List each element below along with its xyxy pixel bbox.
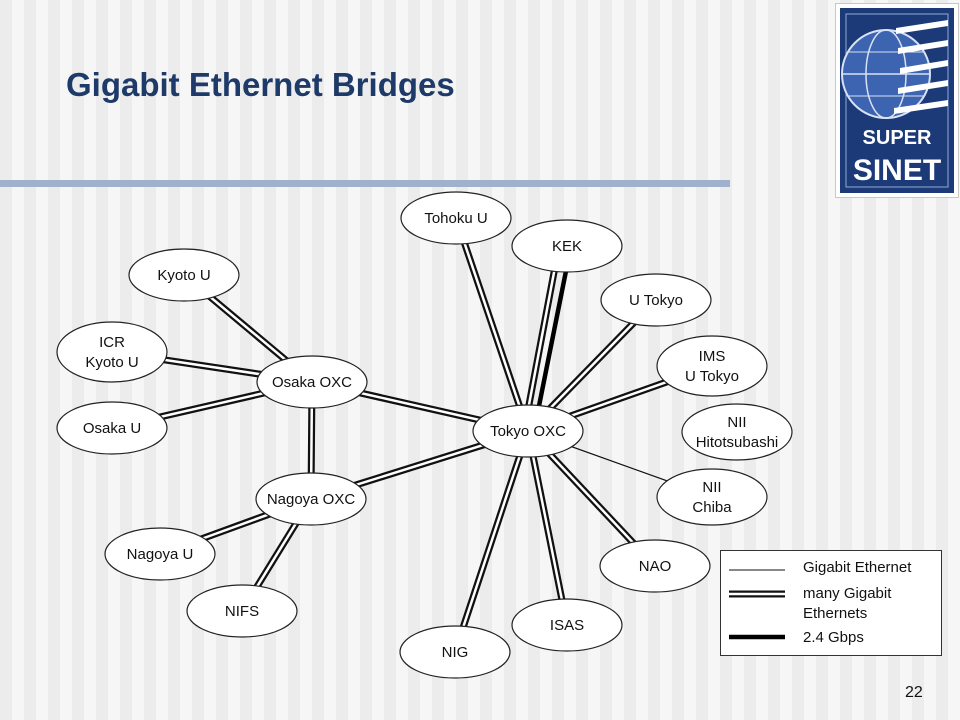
node-isas-label-0: ISAS (550, 617, 584, 634)
logo-text-super: SUPER (863, 127, 932, 149)
node-osaka_u-label-0: Osaka U (83, 420, 141, 437)
node-tohoku: Tohoku U (400, 191, 512, 245)
link-tokyo_oxc-isas-many (524, 430, 571, 626)
node-nagoya_u-label-0: Nagoya U (127, 546, 194, 563)
legend-label-fast: 2.4 Gbps (803, 629, 864, 646)
node-kyoto-label-0: Kyoto U (157, 267, 210, 284)
slide-title: Gigabit Ethernet Bridges (66, 66, 455, 103)
node-nagoya_oxc-shape (255, 472, 367, 526)
node-nagoya_oxc-label-0: Nagoya OXC (267, 491, 356, 508)
node-nig: NIG (399, 625, 511, 679)
node-ims-label-0: IMS (699, 348, 726, 365)
node-nagoya_u: Nagoya U (104, 527, 216, 581)
node-osaka_oxc-shape (256, 355, 368, 409)
node-tohoku-shape (400, 191, 512, 245)
node-tokyo_oxc-shape (472, 404, 584, 458)
node-tokyo_oxc: Tokyo OXC (472, 404, 584, 458)
node-nifs: NIFS (186, 584, 298, 638)
node-nifs-shape (186, 584, 298, 638)
node-icr: ICR Kyoto U (56, 321, 168, 383)
legend-line-gigabit (729, 569, 785, 571)
title-underline (0, 180, 730, 187)
link-tokyo_oxc-nig-many (451, 429, 532, 654)
node-icr-label-1: Kyoto U (85, 354, 138, 371)
node-icr-label-0: ICR (99, 334, 125, 351)
node-nii_h-label-1: Hitotsubashi (696, 434, 779, 451)
link-tokyo_oxc-tohoku-many (452, 216, 532, 433)
node-kek: KEK (511, 219, 623, 273)
node-tokyo_oxc-label-0: Tokyo OXC (490, 423, 566, 440)
node-nii_c-label-0: NII (702, 479, 721, 496)
node-isas-shape (511, 598, 623, 652)
node-nao-shape (599, 539, 711, 593)
node-nig-label-0: NIG (442, 644, 469, 661)
node-nagoya_oxc: Nagoya OXC (255, 472, 367, 526)
node-ims-shape (656, 335, 768, 397)
legend-label-many-2: Ethernets (803, 605, 868, 622)
node-osaka_u: Osaka U (56, 401, 168, 455)
node-osaka_oxc-label-0: Osaka OXC (272, 374, 352, 391)
node-utokyo: U Tokyo (600, 273, 712, 327)
node-nig-shape (399, 625, 511, 679)
legend-line-fast (729, 634, 785, 640)
legend-label-gigabit: Gigabit Ethernet (803, 559, 912, 576)
node-osaka_oxc: Osaka OXC (256, 355, 368, 409)
node-nii_c-shape (656, 468, 768, 526)
node-nifs-label-0: NIFS (225, 603, 259, 620)
node-ims-label-1: U Tokyo (685, 368, 739, 385)
link-tokyo_oxc-kek-fast (531, 245, 574, 432)
node-nagoya_u-shape (104, 527, 216, 581)
node-kek-label-0: KEK (552, 238, 582, 255)
legend-line-many (729, 590, 785, 598)
node-nii_c-label-1: Chiba (692, 499, 732, 516)
node-nii_h-label-0: NII (727, 414, 746, 431)
node-nii_c: NII Chiba (656, 468, 768, 526)
node-utokyo-label-0: U Tokyo (629, 292, 683, 309)
node-kyoto-shape (128, 248, 240, 302)
node-ims: IMS U Tokyo (656, 335, 768, 397)
legend: Gigabit Ethernet many Gigabit Ethernets … (720, 550, 942, 656)
node-nii_h-shape (681, 403, 793, 461)
node-nao: NAO (599, 539, 711, 593)
node-kek-shape (511, 219, 623, 273)
link-tokyo_oxc-kek-many (520, 245, 563, 432)
node-icr-shape (56, 321, 168, 383)
super-sinet-logo-mark: SUPER SINET (840, 8, 954, 193)
node-kyoto: Kyoto U (128, 248, 240, 302)
node-osaka_u-shape (56, 401, 168, 455)
node-nao-label-0: NAO (639, 558, 672, 575)
node-tohoku-label-0: Tohoku U (424, 210, 487, 227)
node-utokyo-shape (600, 273, 712, 327)
super-sinet-logo: SUPER SINET (835, 3, 959, 198)
logo-text-sinet: SINET (853, 154, 941, 187)
page-number: 22 (905, 684, 923, 701)
legend-label-many-1: many Gigabit (803, 585, 892, 602)
node-isas: ISAS (511, 598, 623, 652)
node-nii_h: NII Hitotsubashi (681, 403, 793, 461)
